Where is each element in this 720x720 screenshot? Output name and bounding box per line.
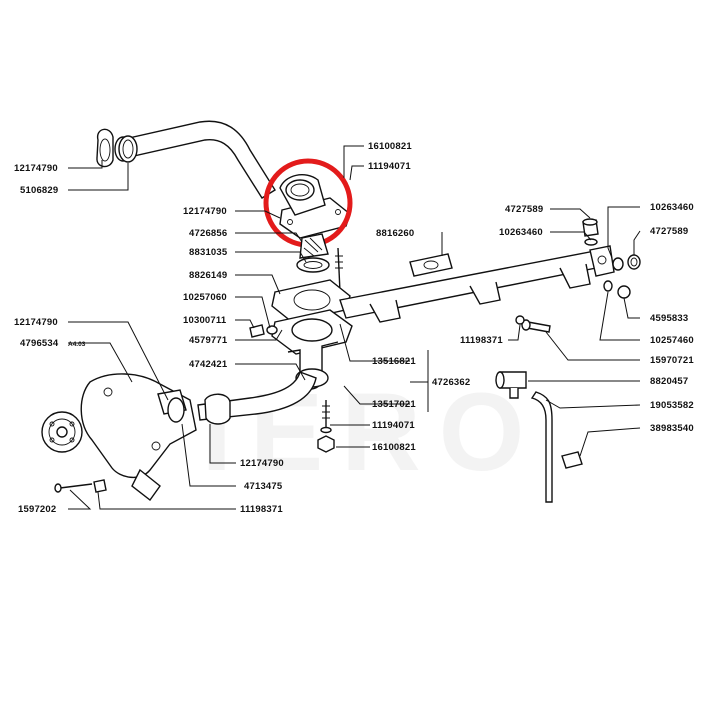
label-11194071-top: 11194071 — [368, 161, 411, 172]
pump-nut-11198371 — [93, 479, 107, 493]
label-10257060: 10257060 — [183, 292, 227, 303]
label-8831035: 8831035 — [189, 247, 228, 258]
label-8826149: 8826149 — [189, 270, 227, 281]
heater-valve-8820457 — [495, 371, 527, 399]
bolt-10300711 — [249, 324, 265, 338]
cover-plate-8816260 — [409, 253, 453, 277]
label-13517021: 13517021 — [372, 399, 416, 410]
hose-clamp-top — [96, 128, 114, 168]
washer-10263460-b — [612, 257, 624, 271]
pump-bolt-1597202 — [54, 483, 93, 493]
washer-10257460 — [603, 280, 613, 292]
label-10257460: 10257460 — [650, 335, 694, 346]
label-11198371-bottom: 11198371 — [240, 504, 283, 515]
label-11198371-mid: 11198371 — [460, 335, 503, 346]
label-8820457: 8820457 — [650, 376, 688, 387]
label-12174790-left: 12174790 — [14, 317, 58, 328]
washer-11194071-bottom — [320, 426, 332, 434]
label-12174790-mid: 12174790 — [183, 206, 227, 217]
plug-4727589 — [627, 254, 641, 270]
thermostat-seal — [296, 257, 330, 273]
label-16100821-top: 16100821 — [368, 141, 412, 152]
hose-clamp-lower — [204, 393, 231, 425]
label-10263460-b: 10263460 — [650, 202, 694, 213]
label-4713475: 4713475 — [244, 481, 283, 492]
label-10263460-a: 10263460 — [499, 227, 543, 238]
washer-10263460-a — [584, 238, 598, 246]
coolant-manifold-pipe — [339, 245, 615, 323]
washer-10257060 — [266, 325, 278, 335]
bolt-15970721 — [521, 319, 551, 333]
upper-coolant-hose — [114, 120, 276, 199]
label-15970721: 15970721 — [650, 355, 694, 366]
label-4742421: 4742421 — [189, 359, 228, 370]
label-5106829: 5106829 — [20, 185, 58, 196]
label-4726856: 4726856 — [189, 228, 227, 239]
leader-lines — [68, 145, 641, 510]
part-labels: 12174790 5106829 12174790 4726856 883103… — [14, 141, 694, 515]
heater-pipe-19053582 — [530, 391, 553, 503]
label-4727589-b: 4727589 — [650, 226, 688, 237]
label-12174790-top: 12174790 — [14, 163, 58, 174]
label-section-tag: A4.03 — [68, 341, 86, 348]
label-12174790-bottom: 12174790 — [240, 458, 284, 469]
label-4595833: 4595833 — [650, 313, 688, 324]
label-1597202: 1597202 — [18, 504, 56, 515]
clip-38983540 — [561, 451, 583, 469]
label-4579771: 4579771 — [189, 335, 228, 346]
thermostat — [299, 233, 329, 259]
label-10300711: 10300711 — [183, 315, 227, 326]
label-4727589-a: 4727589 — [505, 204, 543, 215]
label-8816260: 8816260 — [376, 228, 414, 239]
label-16100821-bottom: 16100821 — [372, 442, 416, 453]
water-pump — [41, 373, 197, 502]
bleed-screw-4727589 — [582, 218, 599, 237]
label-19053582: 19053582 — [650, 400, 694, 411]
plug-4595833 — [617, 285, 631, 299]
stud-lower — [322, 400, 330, 428]
hose-ring-top — [118, 135, 138, 163]
label-4726362: 4726362 — [432, 377, 470, 388]
label-38983540: 38983540 — [650, 423, 694, 434]
label-4796534: 4796534 — [20, 338, 59, 349]
washer-11198371-mid — [515, 315, 525, 325]
label-13516821: 13516821 — [372, 356, 416, 367]
nut-16100821-bottom — [317, 435, 335, 453]
label-11194071-bottom: 11194071 — [372, 420, 415, 431]
stud-upper — [337, 247, 341, 293]
